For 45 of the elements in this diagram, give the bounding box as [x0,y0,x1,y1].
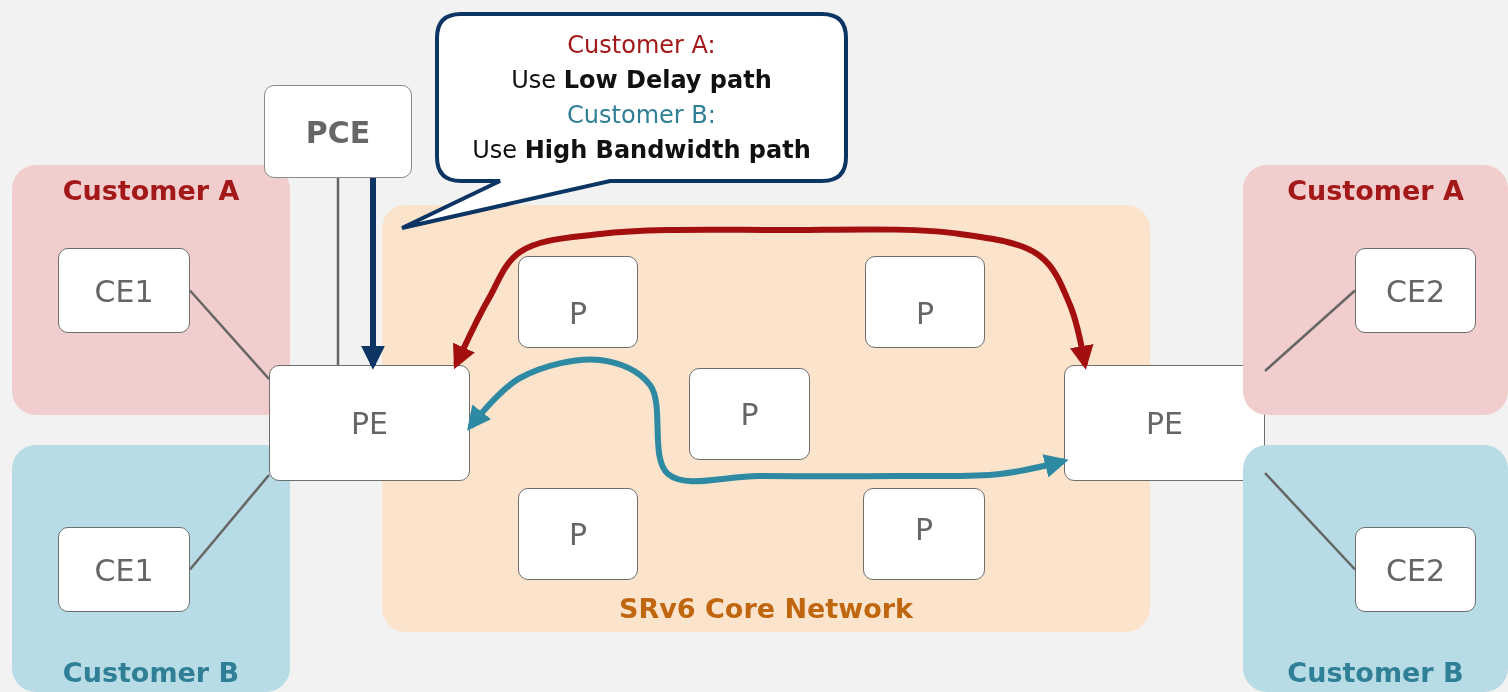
router-label: P [567,297,589,332]
callout-text: Use Low Delay path [510,65,773,95]
router-label: P [739,398,760,432]
region-title: Customer A [61,175,241,206]
link-line [189,474,270,571]
region-title: Customer B [61,657,241,688]
callout-text: Customer B: [566,100,717,130]
region-title: Customer A [1286,175,1465,206]
customer-region [12,445,290,692]
region-title: Customer B [1286,657,1465,688]
callout-text: Customer A: [566,30,717,60]
customer-region [1243,445,1508,692]
router-box [689,368,810,460]
router-box [865,256,985,348]
link-line [189,289,270,380]
link-line [336,178,340,365]
router-label: CE1 [93,553,155,588]
path-arrow [361,178,385,370]
router-box [518,488,638,580]
router-label: PCE [304,115,372,150]
router-label: CE1 [93,274,155,309]
customer-region [12,165,290,415]
router-box [863,488,985,580]
controller-box [264,85,412,178]
region-title: SRv6 Core Network [618,593,914,624]
router-label: P [914,297,936,332]
router-label: PE [349,407,389,441]
router-box [1064,365,1265,481]
router-box [58,248,190,333]
router-label: P [913,513,935,548]
link-line [1264,472,1356,571]
path-arrow [467,356,1069,485]
router-box [1355,527,1476,612]
router-box [518,256,638,348]
router-label: PE [1144,407,1184,441]
callout-text: Use High Bandwidth path [471,135,812,165]
customer-region [1243,165,1508,415]
router-box [1355,248,1476,333]
router-label: P [567,518,589,552]
path-arrow [453,226,1094,370]
router-label: CE2 [1385,553,1446,588]
link-line [1264,289,1356,372]
router-box [58,527,190,612]
router-box [269,365,470,481]
router-label: CE2 [1385,274,1446,309]
